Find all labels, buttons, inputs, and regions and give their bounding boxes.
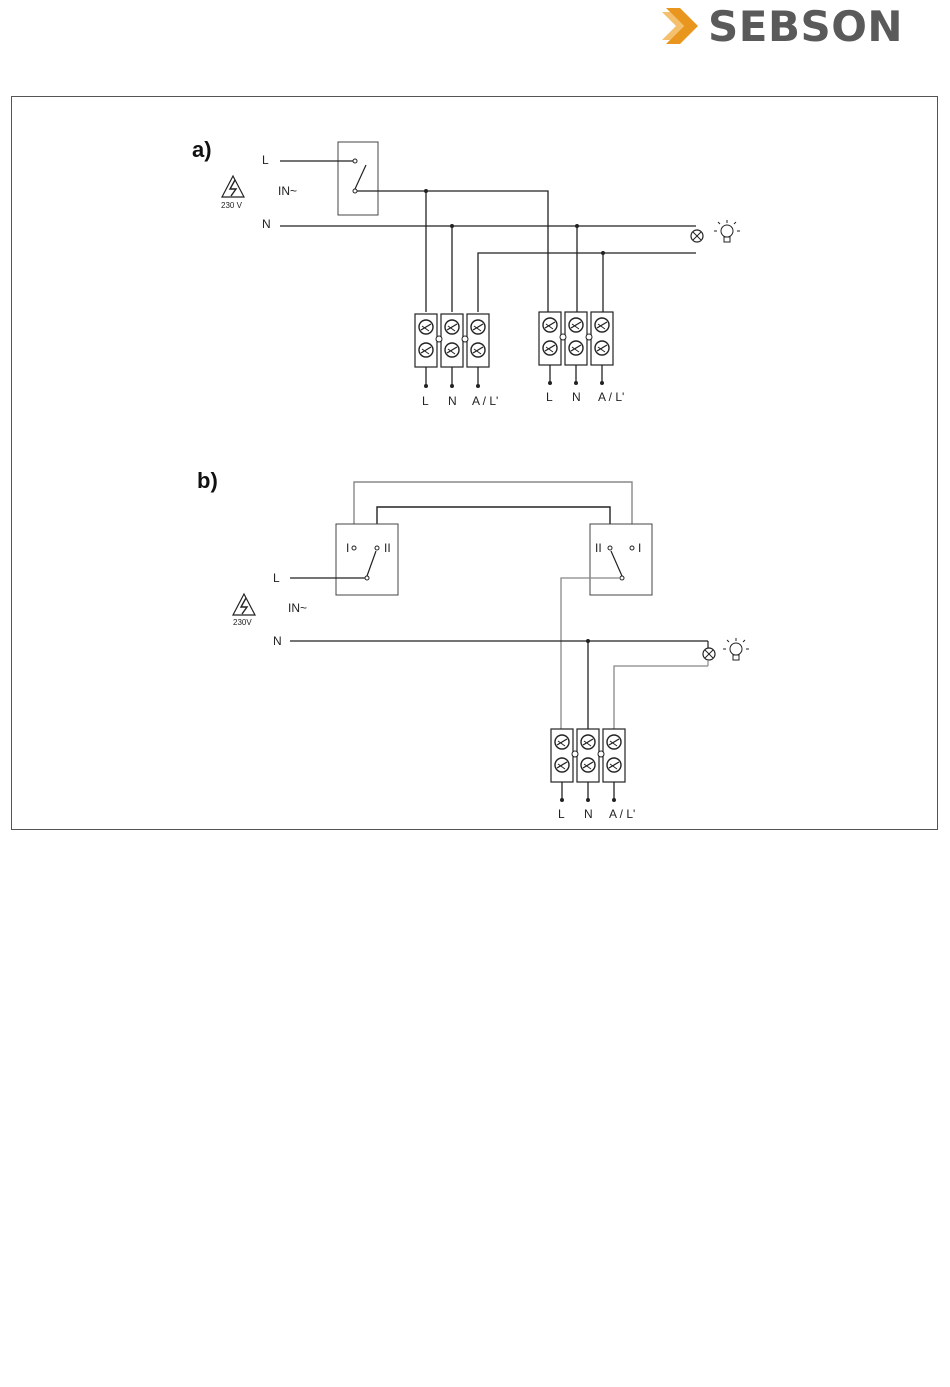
terminal-b-n: N — [584, 807, 593, 821]
panel-b-label: b) — [197, 468, 218, 493]
terminal-b-l: L — [558, 807, 565, 821]
lamp-symbol-icon — [703, 648, 715, 660]
terminal-a2-n: N — [572, 390, 581, 404]
terminal-block-b — [551, 729, 625, 802]
terminal-block-a2 — [539, 312, 613, 385]
neutral-label-a: N — [262, 217, 271, 231]
terminal-a1-n: N — [448, 394, 457, 408]
line-label-a: L — [262, 153, 269, 167]
voltage-label-b: 230V — [233, 618, 252, 627]
terminal-b-al: A / L' — [609, 807, 635, 821]
high-voltage-warning-icon — [222, 176, 244, 197]
changeover-switch-icon — [590, 524, 652, 595]
single-pole-switch-icon — [338, 142, 378, 215]
switch2-pos-ii: II — [595, 541, 602, 555]
switch1-pos-i: I — [346, 541, 349, 555]
switch2-pos-i: I — [638, 541, 641, 555]
light-bulb-icon — [714, 220, 740, 242]
terminal-a1-l: L — [422, 394, 429, 408]
terminal-a1-al: A / L' — [472, 394, 498, 408]
changeover-switch-icon — [336, 524, 398, 595]
voltage-label-a: 230 V — [221, 201, 243, 210]
neutral-label-b: N — [273, 634, 282, 648]
terminal-a2-l: L — [546, 390, 553, 404]
panel-a-label: a) — [192, 137, 212, 162]
lamp-symbol-icon — [691, 230, 703, 242]
light-bulb-icon — [723, 638, 749, 660]
line-label-b: L — [273, 571, 280, 585]
high-voltage-warning-icon — [233, 594, 255, 615]
switch1-pos-ii: II — [384, 541, 391, 555]
input-label-b: IN~ — [288, 601, 307, 615]
terminal-a2-al: A / L' — [598, 390, 624, 404]
input-label-a: IN~ — [278, 184, 297, 198]
terminal-block-a1 — [415, 314, 489, 388]
